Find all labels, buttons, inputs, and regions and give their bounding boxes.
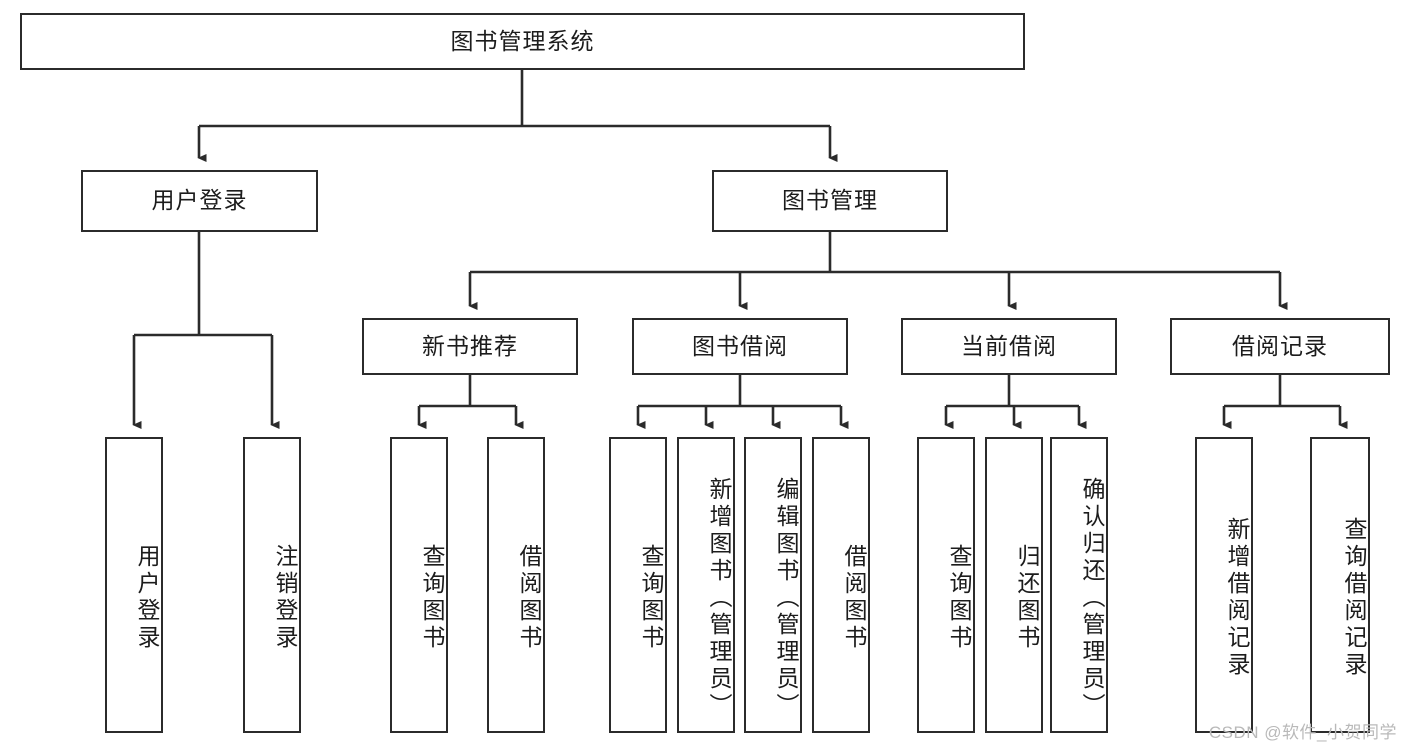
leaf-return-books[interactable]: 归还图书 [985,437,1043,733]
leaf-query-books-current-loans[interactable]: 查询图书 [917,437,975,733]
node-root-book-management-system[interactable]: 图书管理系统 [20,13,1025,70]
leaf-borrow-books-borrowing[interactable]: 借阅图书 [812,437,870,733]
leaf-query-books-borrowing[interactable]: 查询图书 [609,437,667,733]
leaf-user-login[interactable]: 用户登录 [105,437,163,733]
node-book-borrowing[interactable]: 图书借阅 [632,318,848,375]
leaf-logout-login[interactable]: 注销登录 [243,437,301,733]
node-loan-records[interactable]: 借阅记录 [1170,318,1390,375]
leaf-borrow-books-recommendation[interactable]: 借阅图书 [487,437,545,733]
leaf-query-loan-record[interactable]: 查询借阅记录 [1310,437,1370,733]
node-new-book-recommendation[interactable]: 新书推荐 [362,318,578,375]
leaf-query-books-recommendation[interactable]: 查询图书 [390,437,448,733]
node-current-loans[interactable]: 当前借阅 [901,318,1117,375]
leaf-add-book-admin[interactable]: 新增图书（管理员） [677,437,735,733]
node-user-login[interactable]: 用户登录 [81,170,318,232]
leaf-add-loan-record[interactable]: 新增借阅记录 [1195,437,1253,733]
leaf-confirm-return-admin[interactable]: 确认归还（管理员） [1050,437,1108,733]
leaf-edit-book-admin[interactable]: 编辑图书（管理员） [744,437,802,733]
watermark-credit: CSDN @软件_小贺同学 [1208,723,1397,742]
node-book-management[interactable]: 图书管理 [712,170,948,232]
